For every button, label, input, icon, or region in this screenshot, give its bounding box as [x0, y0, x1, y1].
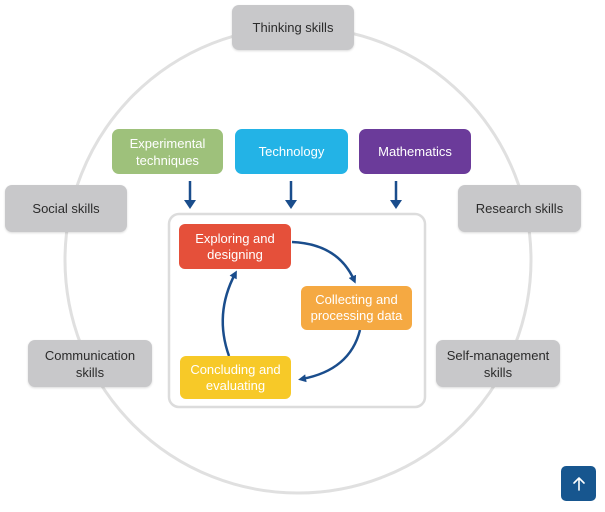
social-skills-label: Social skills: [32, 201, 100, 216]
concluding-evaluating-box: Concluding and evaluating: [180, 356, 291, 399]
thinking-skills-box: Thinking skills: [232, 5, 354, 50]
research-skills-box: Research skills: [458, 185, 581, 232]
research-skills-label: Research skills: [475, 201, 564, 216]
experimental-techniques-label: Experimental techniques: [129, 135, 206, 168]
communication-skills-label: Communication skills: [44, 347, 136, 380]
arrow-technology-head: [285, 200, 297, 209]
arrow-up-icon: [572, 476, 585, 491]
arrow-experimental-head: [184, 200, 196, 209]
arrow-explore-to-collect: [291, 240, 357, 284]
collecting-processing-label: Collecting and processing data: [310, 292, 403, 323]
communication-skills-box: Communication skills: [28, 340, 152, 387]
technology-box: Technology: [235, 129, 348, 174]
experimental-techniques-box: Experimental techniques: [112, 129, 223, 174]
collecting-processing-box: Collecting and processing data: [301, 286, 412, 330]
thinking-skills-label: Thinking skills: [252, 20, 334, 35]
cycle-arrows: [221, 240, 362, 383]
exploring-designing-box: Exploring and designing: [179, 224, 291, 269]
exploring-designing-label: Exploring and designing: [195, 230, 275, 262]
tool-arrows: [184, 181, 402, 209]
scroll-to-top-button[interactable]: [561, 466, 596, 501]
technology-label: Technology: [258, 144, 325, 159]
self-management-skills-box: Self-management skills: [436, 340, 560, 387]
mathematics-box: Mathematics: [359, 129, 471, 174]
arrow-conclude-to-explore: [221, 270, 237, 357]
arrow-collect-to-conclude: [298, 329, 362, 383]
social-skills-box: Social skills: [5, 185, 127, 232]
self-management-skills-label: Self-management skills: [446, 347, 550, 380]
mathematics-label: Mathematics: [378, 144, 452, 159]
arrow-mathematics-head: [390, 200, 402, 209]
concluding-evaluating-label: Concluding and evaluating: [190, 361, 281, 393]
